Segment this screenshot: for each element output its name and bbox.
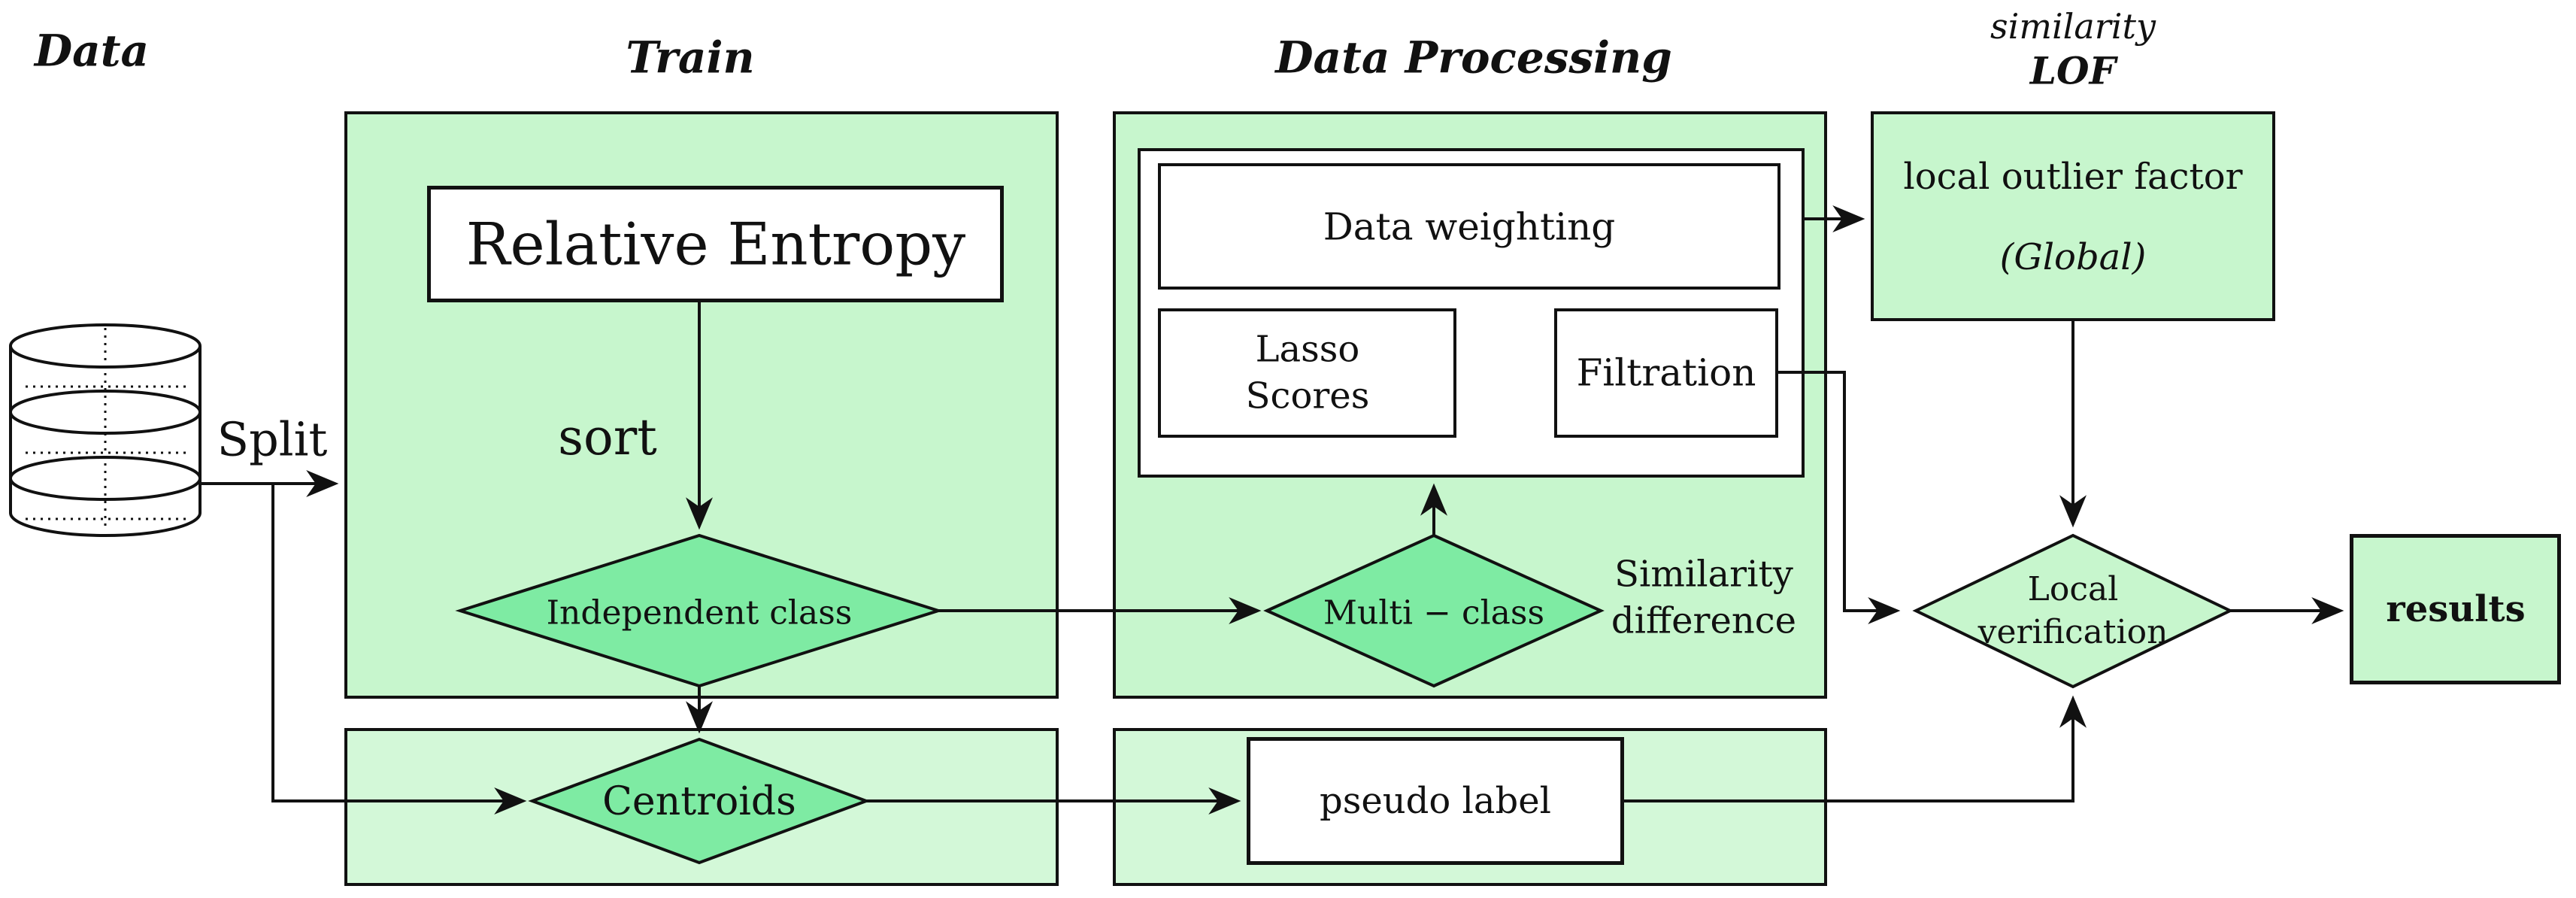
multi-class-label: Multi − class <box>1323 593 1545 633</box>
similarity-label: similarity <box>1990 6 2156 47</box>
results-label: results <box>2386 587 2526 630</box>
train-section-label: Train <box>626 32 755 83</box>
local-outlier-factor-label: local outlier factor <box>1903 155 2243 198</box>
split-edge-label: Split <box>217 411 328 467</box>
pseudo-label-box <box>1247 737 1624 865</box>
pseudo-label-label: pseudo label <box>1319 779 1552 822</box>
relative-entropy-box <box>427 186 1004 302</box>
filtration-label: Filtration <box>1576 350 1756 395</box>
lasso-scores-box <box>1158 308 1456 438</box>
data-section-label: Data <box>34 25 150 77</box>
relative-entropy-label: Relative Entropy <box>465 211 966 279</box>
data-processing-section-label: Data Processing <box>1275 32 1672 83</box>
filtration-box <box>1554 308 1778 438</box>
data-weighting-box <box>1158 163 1780 290</box>
local-outlier-factor-box <box>1871 111 2275 321</box>
local-verification-label: Local verification <box>1977 569 2168 651</box>
data-weighting-label: Data weighting <box>1323 205 1616 249</box>
independent-class-label: Independent class <box>546 593 853 633</box>
local-outlier-factor-global-label: (Global) <box>1999 235 2147 278</box>
sort-edge-label: sort <box>558 408 657 467</box>
centroids-label: Centroids <box>602 779 796 825</box>
lof-label: LOF <box>2029 48 2117 93</box>
results-box <box>2350 534 2561 684</box>
lasso-scores-label: Lasso Scores <box>1245 328 1370 417</box>
similarity-difference-label: Similarity difference <box>1611 553 1797 642</box>
